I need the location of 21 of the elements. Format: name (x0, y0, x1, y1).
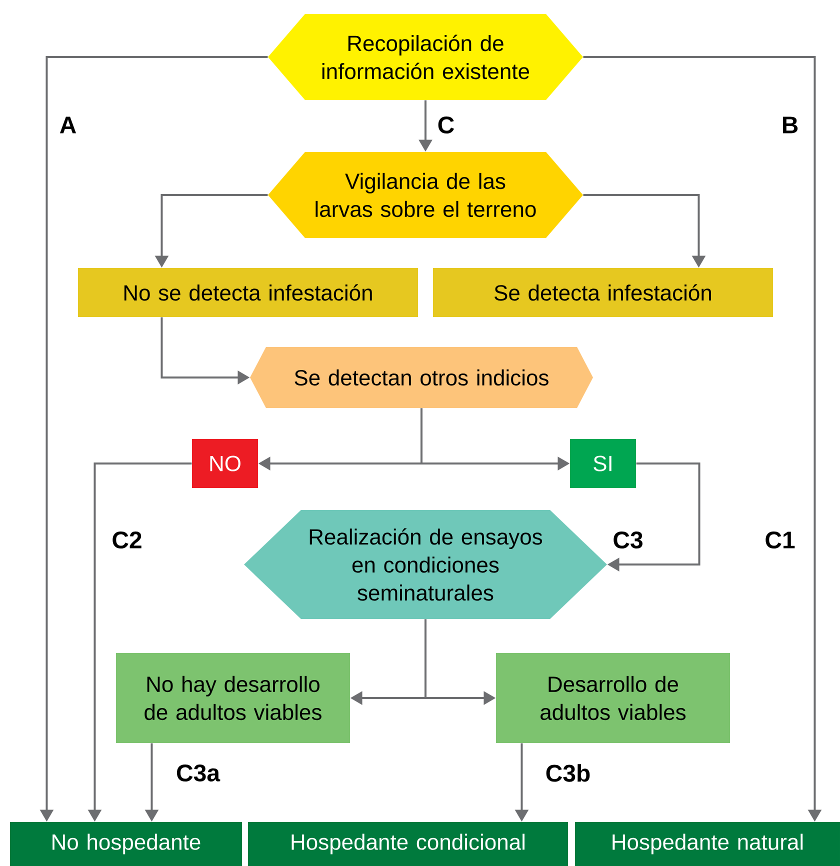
edge-label: C2 (112, 532, 142, 548)
decision-box: NO (192, 439, 258, 488)
process-box: No se detecta infestación (78, 268, 418, 317)
path-label: C1 (766, 532, 795, 548)
edge-label: C3 (614, 531, 642, 549)
hexagon-box: Vigilancia de las larvas sobre el terreno (268, 152, 583, 238)
hexagon-box: Realización de ensayos en condiciones seminaturales (244, 510, 607, 619)
edge-label: C (438, 116, 454, 134)
edge-label: C3a (176, 764, 220, 782)
process-box: Se detecta infestación (433, 268, 773, 317)
hexagon-box: Se detectan otros indicios (250, 347, 593, 408)
result-box: Hospedante natural (575, 822, 840, 866)
result-box: No hospedante (10, 822, 242, 866)
hexagon-box: Recopilación de información existente (268, 14, 583, 100)
result-box: Hospedante condicional (248, 822, 568, 866)
edge-label: B (782, 116, 798, 134)
process-box: No hay desarrollo de adultos viables (116, 653, 350, 743)
decision-box: SI (570, 439, 636, 488)
process-box: Desarrollo de adultos viables (496, 653, 730, 743)
edge-label: C3b (546, 764, 590, 782)
edge-label: A (60, 116, 76, 134)
